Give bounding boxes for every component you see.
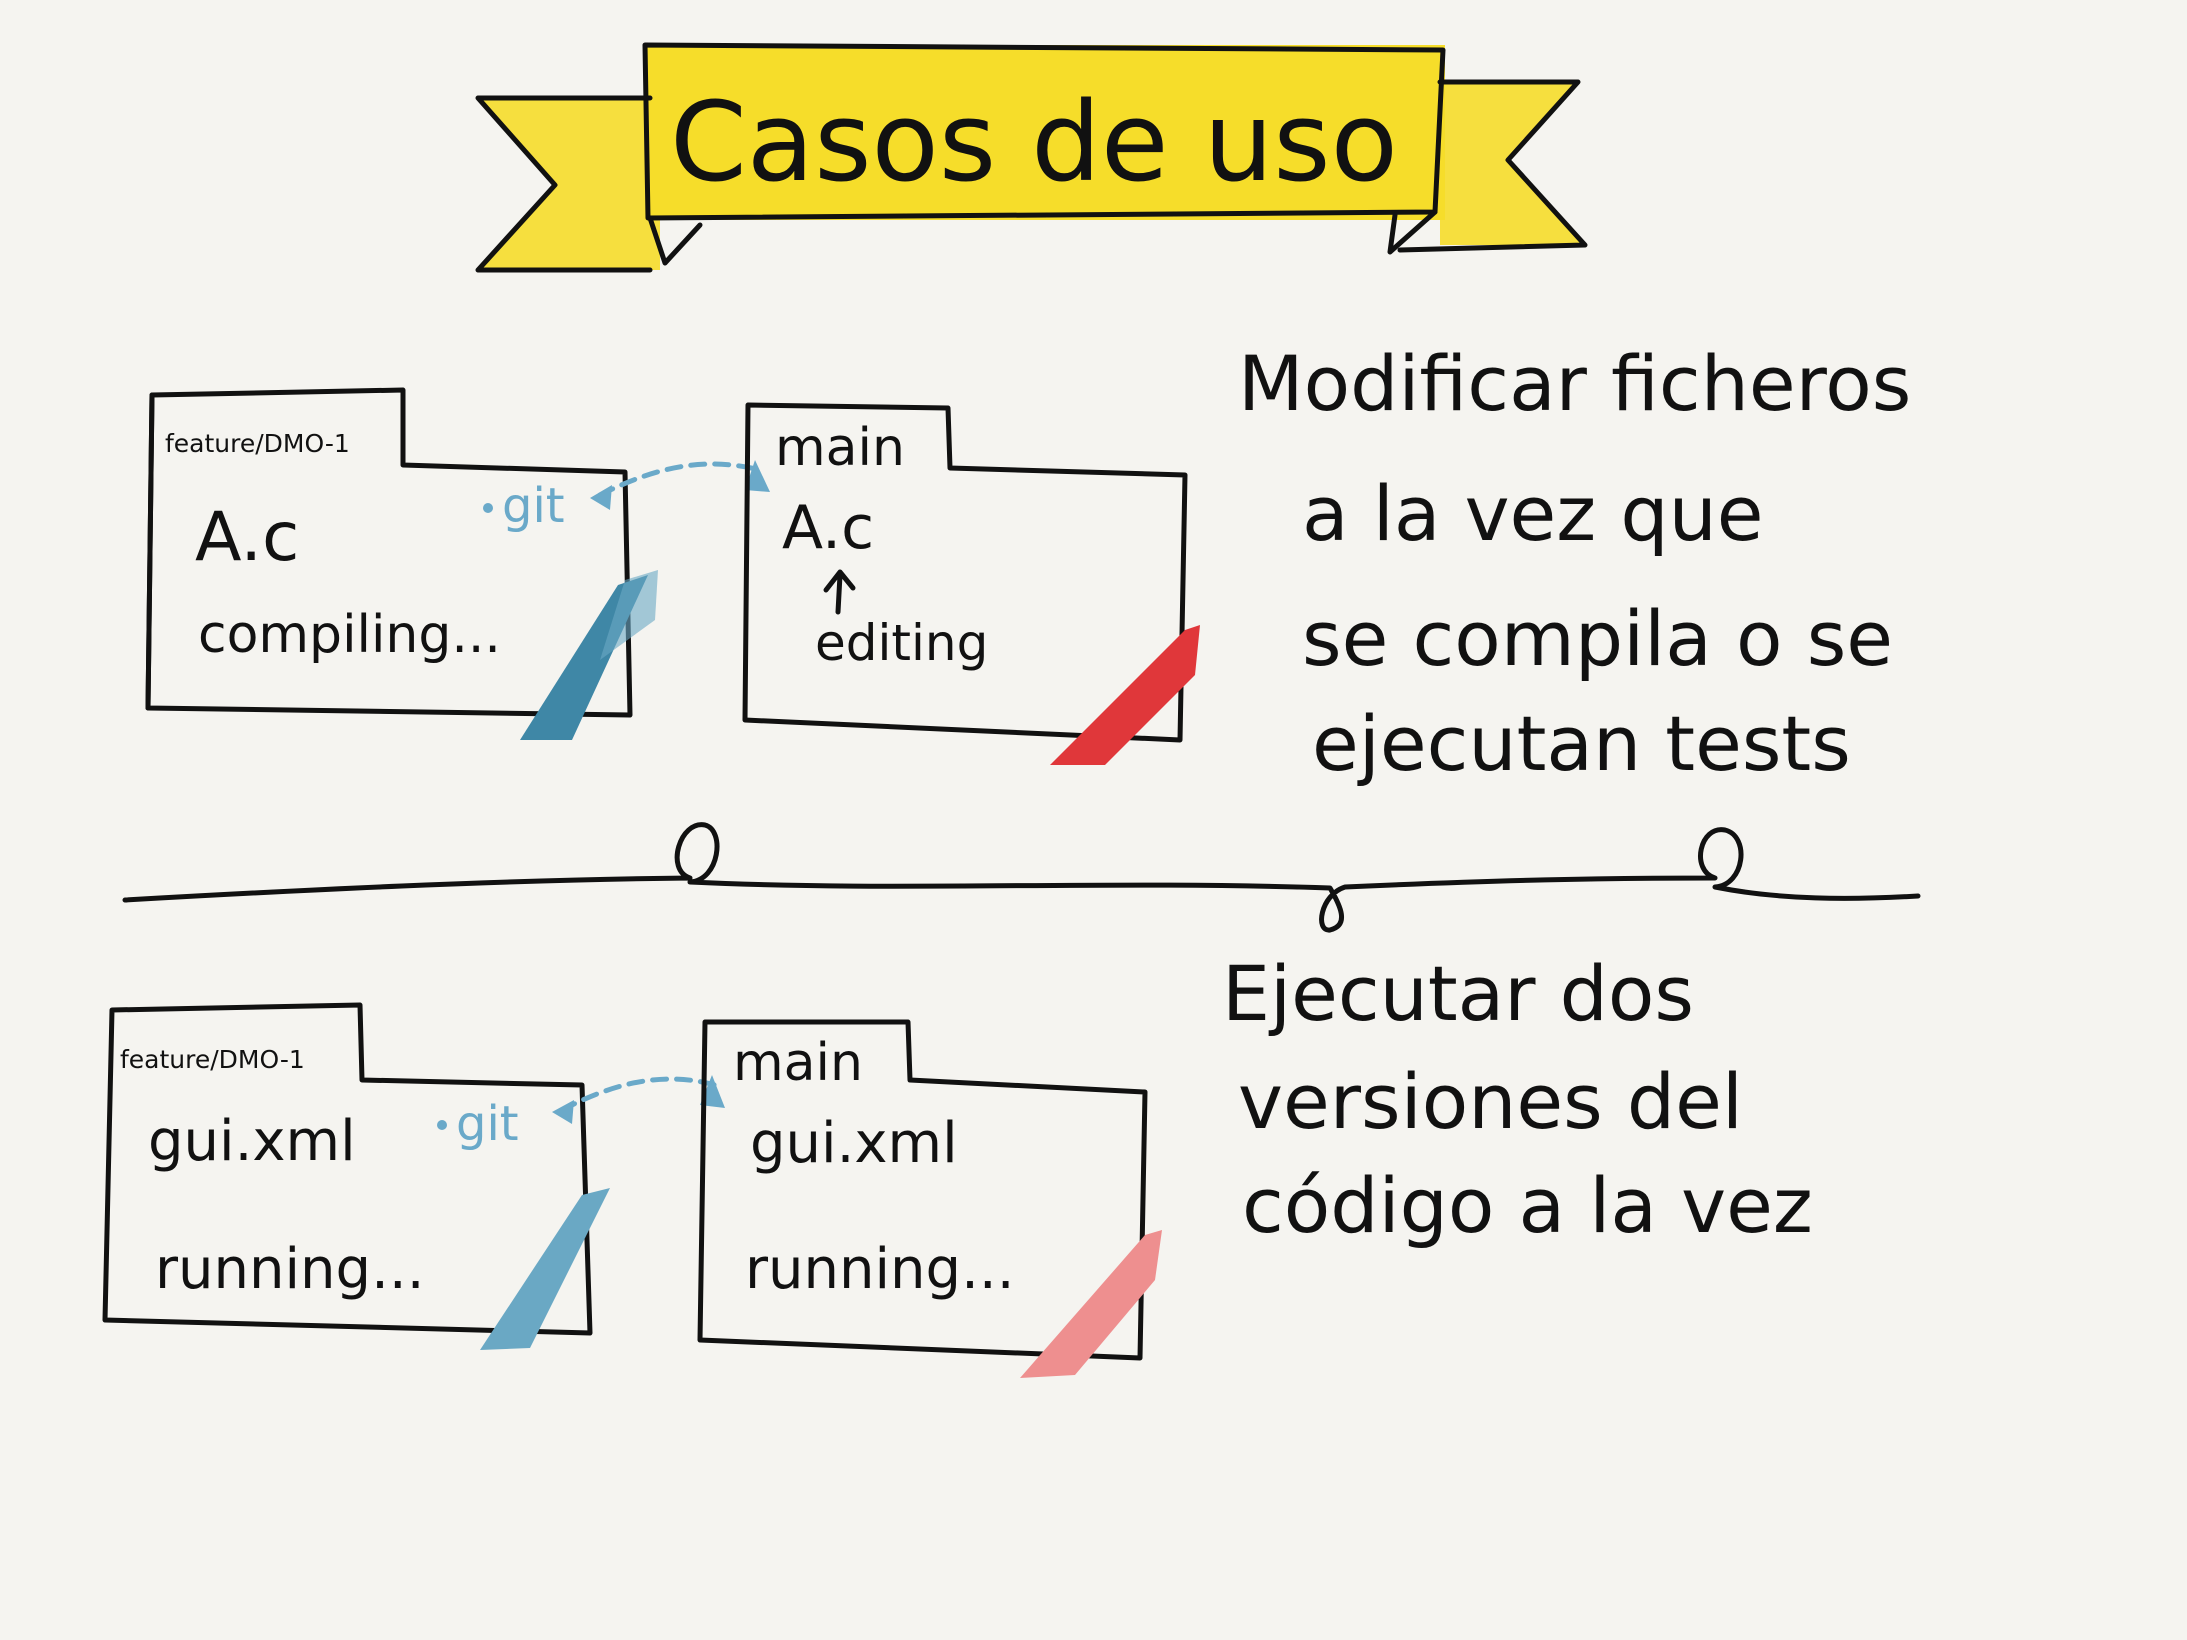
desc-1-line-2: a la vez que: [1302, 469, 1764, 558]
desc-2-line-3: código a la vez: [1242, 1161, 1813, 1250]
arrow-head-left-1: [590, 485, 612, 510]
description-2: Ejecutar dos versiones del código a la v…: [1222, 949, 1813, 1250]
file-label-1r: A.c: [782, 493, 874, 563]
banner-body: [645, 45, 1445, 220]
banner-left-ribbon: [478, 98, 660, 270]
status-label-2l: running...: [155, 1237, 425, 1302]
divider-line: [122, 822, 1921, 933]
desc-1-line-1: Modificar ficheros: [1238, 339, 1911, 428]
folder-feature-2: feature/DMO-1 gui.xml running...: [102, 1002, 610, 1350]
title-banner: Casos de uso: [475, 42, 1588, 273]
folder-tab-pink-2: [1020, 1230, 1162, 1378]
arrow-head-right-1: [745, 460, 770, 492]
folder-main-1: main A.c editing: [742, 402, 1200, 765]
banner-title: Casos de uso: [670, 78, 1398, 206]
status-label-1l: compiling...: [198, 605, 501, 665]
git-link-1: git: [483, 460, 770, 534]
desc-2-line-2: versiones del: [1238, 1057, 1743, 1146]
folder-tab-red-1: [1050, 625, 1200, 765]
branch-label-1l: feature/DMO-1: [165, 429, 350, 458]
file-label-1l: A.c: [195, 498, 299, 577]
desc-1-line-4: ejecutan tests: [1312, 699, 1851, 788]
description-1: Modificar ficheros a la vez que se compi…: [1238, 339, 1911, 788]
folder-main-2: main gui.xml running...: [697, 1019, 1162, 1378]
git-label-2: git: [456, 1096, 519, 1152]
file-label-2r: gui.xml: [750, 1111, 958, 1176]
file-label-2l: gui.xml: [148, 1109, 356, 1174]
banner-right-ribbon: [1440, 82, 1585, 245]
desc-2-line-1: Ejecutar dos: [1222, 949, 1694, 1038]
arrow-head-left-2: [552, 1100, 574, 1124]
branch-label-1r: main: [775, 418, 905, 478]
cursor-arrow-icon: [823, 569, 856, 615]
folder-feature-1: feature/DMO-1 A.c compiling...: [145, 387, 658, 740]
status-label-2r: running...: [745, 1237, 1015, 1302]
folder-tab-blue-2: [480, 1188, 610, 1350]
desc-1-line-3: se compila o se: [1302, 594, 1893, 683]
git-link-2: git: [437, 1075, 725, 1152]
status-label-1r: editing: [815, 614, 988, 672]
git-label-1: git: [502, 478, 565, 534]
branch-label-2r: main: [733, 1033, 863, 1093]
branch-label-2l: feature/DMO-1: [120, 1045, 305, 1074]
